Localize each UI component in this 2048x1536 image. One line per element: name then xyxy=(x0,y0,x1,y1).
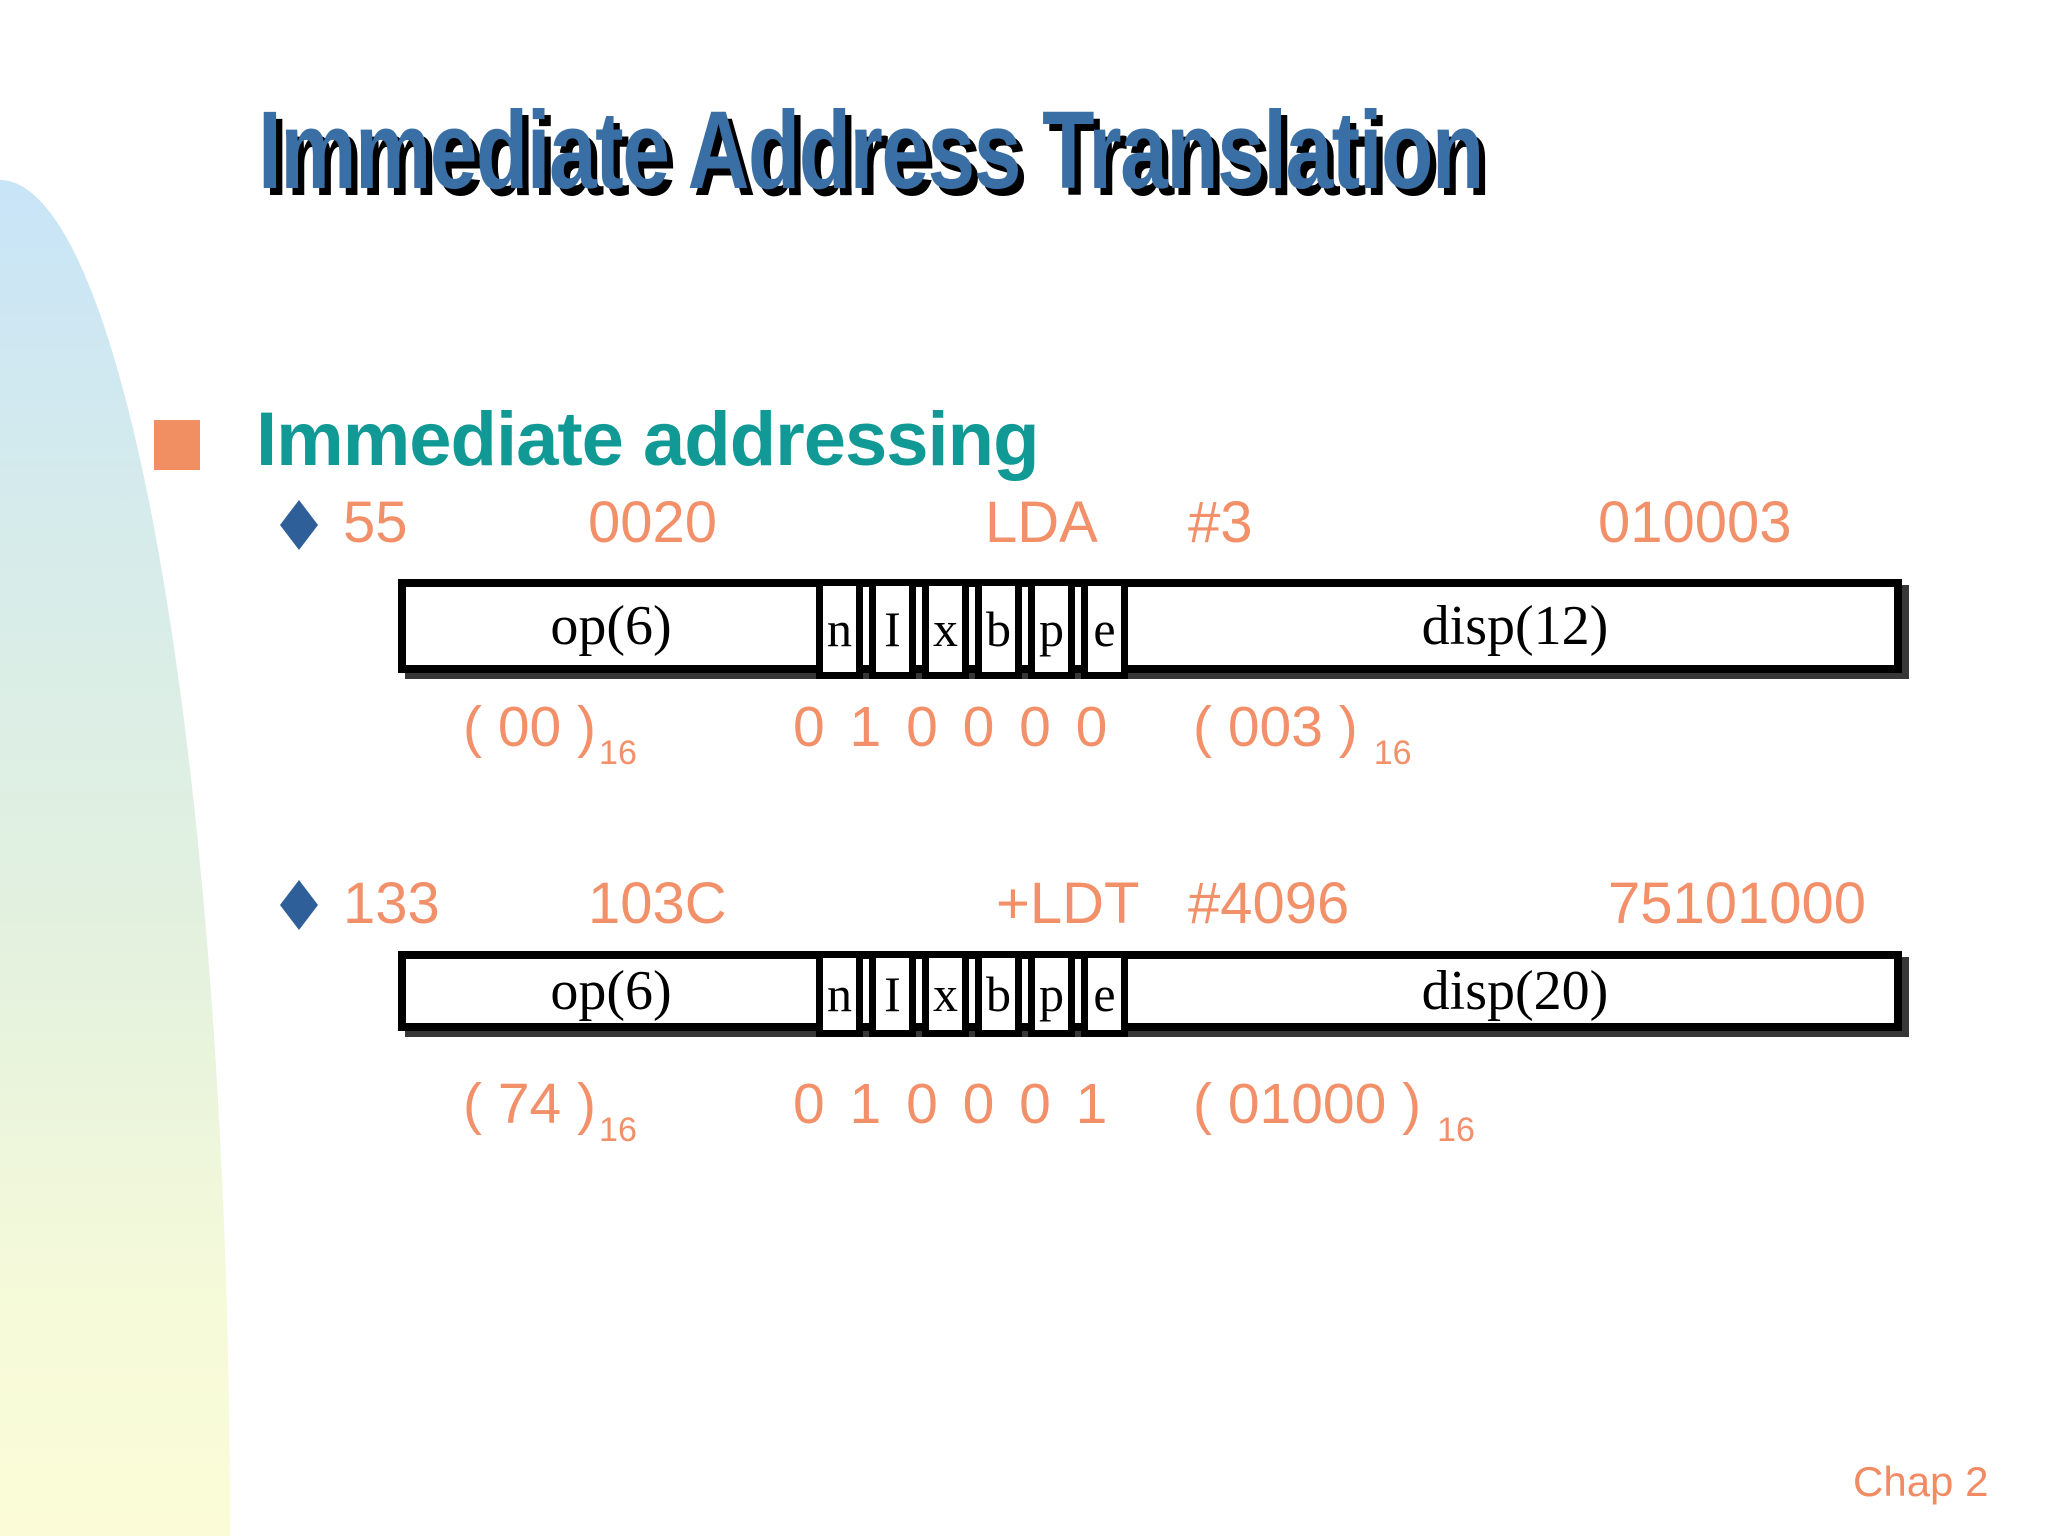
example1-disp-base: 16 xyxy=(1373,734,1412,773)
chapter-footer: Chap 2 xyxy=(1853,1458,1989,1505)
flag-cell-p: p xyxy=(1028,579,1075,679)
example1-flag-bits: 0 1 0 0 0 0 xyxy=(793,695,1108,759)
diamond-bullet-icon xyxy=(280,880,318,930)
example2-mnemonic: +LDT xyxy=(996,871,1140,936)
example2-opcode-base: 16 xyxy=(599,1111,637,1150)
example2-address: 103C xyxy=(588,871,727,936)
example1-mnemonic: LDA xyxy=(985,490,1098,555)
example1-object-code: 010003 xyxy=(1598,490,1792,555)
background-gradient-shape xyxy=(0,180,230,1536)
example1-disp-hex-value: ( 003 ) xyxy=(1193,695,1358,759)
square-bullet-icon xyxy=(154,420,200,470)
flag-cell-e: e xyxy=(1081,579,1128,679)
example1-op-field-label: op(6) xyxy=(550,595,672,657)
flag-cell-i: I xyxy=(869,951,916,1037)
example1-disp-field-label: disp(12) xyxy=(1421,595,1609,657)
flag-cell-n: n xyxy=(816,579,863,679)
flag-cell-i: I xyxy=(869,579,916,679)
example2-disp-base: 16 xyxy=(1437,1111,1475,1150)
flag-cell-p: p xyxy=(1028,951,1075,1037)
flag-cell-n: n xyxy=(816,951,863,1037)
section-heading: Immediate addressing xyxy=(256,397,1039,482)
example2-loc: 133 xyxy=(343,871,440,936)
example1-opcode-base: 16 xyxy=(599,734,637,773)
example2-disp-hex: ( 01000 ) 16 xyxy=(1193,1071,1475,1149)
flag-cell-e: e xyxy=(1081,951,1128,1037)
example1-loc: 55 xyxy=(343,490,408,555)
example1-opcode-hex-value: ( 00 ) xyxy=(463,695,597,759)
example2-flag-bits: 0 1 0 0 0 1 xyxy=(793,1072,1108,1136)
example1-format-box: op(6) n I x b p e disp(12) xyxy=(398,579,1902,679)
slide-title: Immediate Address Translation xyxy=(258,89,1484,212)
example2-op-field-label: op(6) xyxy=(550,960,672,1022)
flag-cell-b: b xyxy=(975,951,1022,1037)
example2-disp-hex-value: ( 01000 ) xyxy=(1193,1072,1422,1136)
example2-object-code: 75101000 xyxy=(1608,871,1867,936)
example1-address: 0020 xyxy=(588,490,718,555)
example1-opcode-hex: ( 00 )16 xyxy=(463,694,637,772)
example1-flag-cells: n I x b p e xyxy=(816,579,1128,679)
example1-disp-hex: ( 003 ) 16 xyxy=(1193,694,1412,772)
example2-format-box: op(6) n I x b p e disp(20) xyxy=(398,951,1902,1037)
example2-flag-cells: n I x b p e xyxy=(816,951,1128,1037)
example1-operand: #3 xyxy=(1188,490,1253,555)
flag-cell-b: b xyxy=(975,579,1022,679)
example2-disp-field-label: disp(20) xyxy=(1421,960,1609,1022)
flag-cell-x: x xyxy=(922,951,969,1037)
example2-operand: #4096 xyxy=(1188,871,1350,936)
example2-opcode-hex-value: ( 74 ) xyxy=(463,1072,597,1136)
flag-cell-x: x xyxy=(922,579,969,679)
diamond-bullet-icon xyxy=(280,500,318,550)
example2-opcode-hex: ( 74 )16 xyxy=(463,1071,637,1149)
